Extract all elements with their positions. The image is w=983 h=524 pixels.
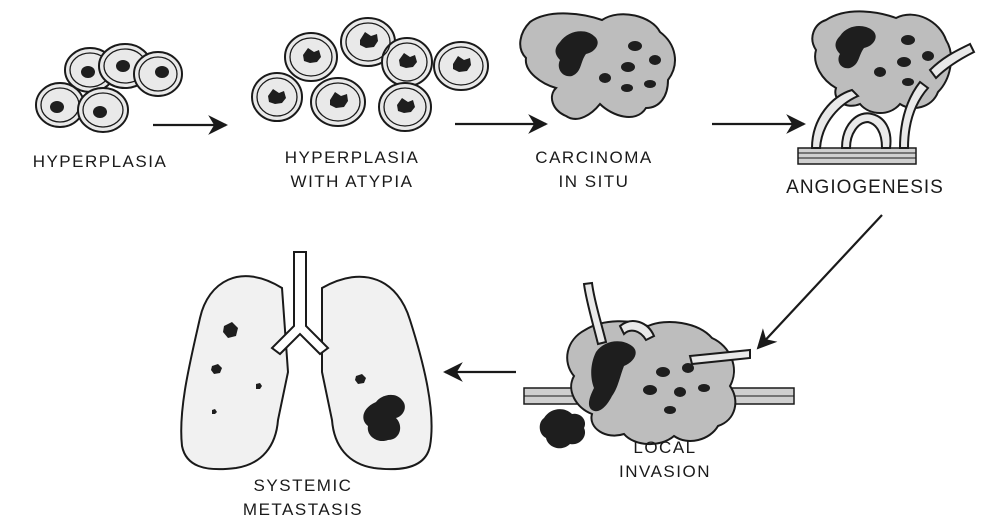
label-line: IN SITU <box>510 170 678 194</box>
label-line: WITH ATYPIA <box>254 170 450 194</box>
label-line: METASTASIS <box>218 498 388 522</box>
angiogenesis-illustration <box>798 11 974 164</box>
label-line: HYPERPLASIA <box>2 150 198 174</box>
label-systemic-metastasis: SYSTEMIC METASTASIS <box>218 474 388 522</box>
label-line: HYPERPLASIA <box>254 146 450 170</box>
label-carcinoma: CARCINOMA IN SITU <box>510 146 678 194</box>
label-line: INVASION <box>590 460 740 484</box>
invasion-illustration <box>524 283 794 448</box>
label-line: ANGIOGENESIS <box>760 176 970 200</box>
label-line: SYSTEMIC <box>218 474 388 498</box>
arrow-diagonal-icon <box>758 215 882 348</box>
label-hyperplasia: HYPERPLASIA <box>2 150 198 174</box>
carcinoma-illustration <box>520 13 675 118</box>
lungs-illustration <box>181 252 431 469</box>
hyperplasia-illustration <box>36 44 182 132</box>
atypia-illustration <box>252 18 488 131</box>
label-angiogenesis: ANGIOGENESIS <box>760 176 970 200</box>
label-line: CARCINOMA <box>510 146 678 170</box>
label-line: LOCAL <box>590 436 740 460</box>
label-hyperplasia-atypia: HYPERPLASIA WITH ATYPIA <box>254 146 450 194</box>
label-local-invasion: LOCAL INVASION <box>590 436 740 484</box>
